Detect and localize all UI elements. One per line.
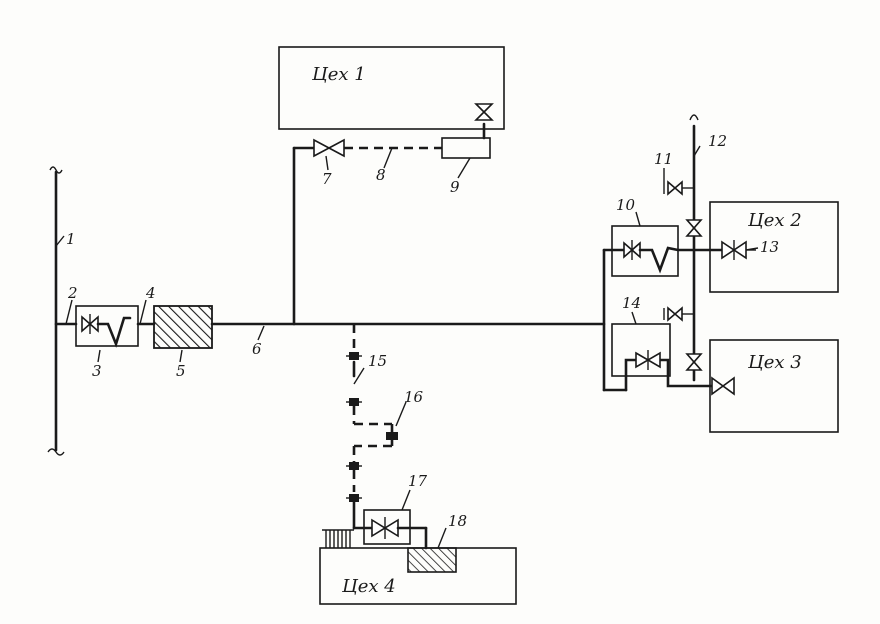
label-11: 11 bbox=[654, 150, 673, 168]
main-pipeline bbox=[47, 166, 65, 456]
label-6: 6 bbox=[252, 340, 262, 358]
label-16: 16 bbox=[404, 388, 424, 406]
label-3: 3 bbox=[92, 362, 102, 380]
label-14: 14 bbox=[622, 294, 641, 312]
workshop-1-box bbox=[278, 46, 505, 130]
right-distribution bbox=[602, 114, 756, 396]
label-10: 10 bbox=[616, 196, 636, 214]
label-18: 18 bbox=[448, 512, 467, 530]
branch-to-workshop-4 bbox=[322, 324, 428, 550]
label-17: 17 bbox=[408, 472, 428, 490]
label-13: 13 bbox=[760, 238, 779, 256]
label-8: 8 bbox=[376, 166, 386, 184]
label-2: 2 bbox=[67, 284, 78, 302]
workshop-4-label: Цех 4 bbox=[341, 576, 396, 597]
workshop-2-label: Цех 2 bbox=[747, 210, 802, 231]
label-9: 9 bbox=[450, 178, 460, 196]
hatched-unit-18 bbox=[407, 547, 457, 573]
label-15: 15 bbox=[368, 352, 387, 370]
label-7: 7 bbox=[322, 170, 332, 188]
label-1: 1 bbox=[66, 230, 76, 248]
label-5: 5 bbox=[176, 362, 186, 380]
label-4: 4 bbox=[145, 284, 156, 302]
valve-unit-3 bbox=[75, 305, 139, 348]
riser-to-workshop-1 bbox=[292, 103, 494, 326]
workshop-3-label: Цех 3 bbox=[747, 352, 802, 373]
label-12: 12 bbox=[708, 132, 727, 150]
workshop-2-box bbox=[709, 201, 839, 293]
workshop-3-box bbox=[709, 339, 839, 433]
workshop-1-label: Цех 1 bbox=[311, 64, 366, 85]
leader-lines bbox=[55, 145, 759, 549]
hatched-unit-5 bbox=[153, 305, 213, 349]
